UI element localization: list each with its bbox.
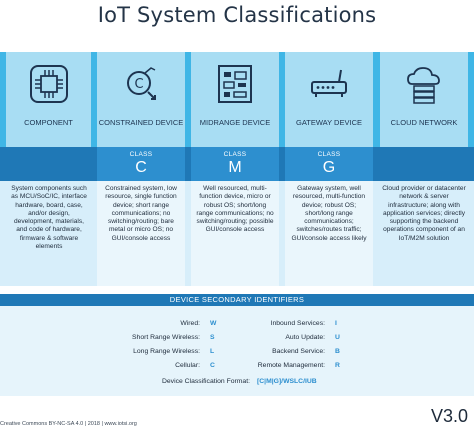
column-label: GATEWAY DEVICE — [296, 118, 362, 127]
description-text: Cloud provider or datacenter network & s… — [382, 185, 466, 242]
identifier-key: Backend Service: — [272, 348, 325, 355]
identifier-key: Long Range Wireless: — [133, 348, 200, 355]
column-gateway: GATEWAY DEVICE — [285, 52, 373, 147]
format-value: [C|M|G]/WSLC/IUB — [257, 378, 317, 385]
format-label: Device Classification Format: — [161, 378, 250, 385]
identifier-key: Wired: — [180, 320, 200, 327]
chip-icon — [29, 65, 68, 103]
column-label: MIDRANGE DEVICE — [199, 118, 271, 127]
secondary-box — [0, 306, 474, 396]
secondary-heading: DEVICE SECONDARY IDENTIFIERS — [0, 294, 474, 306]
identifier-code: R — [335, 362, 340, 369]
device-c-icon: C — [127, 67, 156, 100]
version-label: V3.0 — [430, 406, 468, 426]
identifier-code: B — [335, 348, 340, 355]
description-text: Constrained system, low resource, single… — [97, 181, 185, 286]
page-title: IoT System Classifications — [97, 3, 377, 27]
column-constrained: C CONSTRAINED DEVICE — [97, 52, 185, 147]
column-component: COMPONENT — [6, 52, 91, 147]
identifier-code: C — [210, 362, 215, 369]
class-word: CLASS — [317, 151, 341, 158]
identifier-code: S — [210, 334, 215, 341]
column-midrange: MIDRANGE DEVICE — [191, 52, 279, 147]
class-letter: C — [135, 159, 147, 176]
class-letter: M — [228, 159, 242, 176]
identifier-key: Remote Management: — [257, 362, 325, 369]
column-label: CONSTRAINED DEVICE — [98, 118, 184, 127]
circuit-board-icon — [218, 65, 252, 103]
svg-text:C: C — [134, 77, 143, 92]
class-word: CLASS — [223, 151, 247, 158]
class-cell: CLASS G — [285, 147, 373, 181]
identifier-key: Short Range Wireless: — [132, 334, 200, 341]
class-letter: G — [322, 159, 336, 176]
identifier-key: Auto Update: — [285, 334, 325, 341]
description-text: System components such as MCU/SoC/IC, in… — [11, 185, 87, 251]
column-label: COMPONENT — [24, 118, 73, 127]
description-text: Well resourced, multi-function device, m… — [191, 181, 279, 286]
router-icon — [311, 69, 347, 97]
class-word: CLASS — [129, 151, 153, 158]
column-label: CLOUD NETWORK — [390, 118, 458, 127]
identifier-code: L — [210, 348, 215, 355]
identifier-code: I — [335, 320, 337, 327]
class-cell: CLASS M — [191, 147, 279, 181]
identifier-key: Cellular: — [175, 362, 200, 369]
cloud-server-icon — [407, 67, 440, 104]
column-cloud: CLOUD NETWORK — [380, 52, 468, 147]
description-text: Gateway system, well resourced, multi-fu… — [285, 181, 373, 286]
identifier-key: Inbound Services: — [270, 320, 325, 327]
identifier-code: W — [210, 320, 217, 327]
footer-credit: Creative Commons BY-NC-SA 4.0 | 2018 | w… — [0, 421, 137, 427]
class-cell: CLASS C — [97, 147, 185, 181]
identifier-code: U — [335, 334, 340, 341]
